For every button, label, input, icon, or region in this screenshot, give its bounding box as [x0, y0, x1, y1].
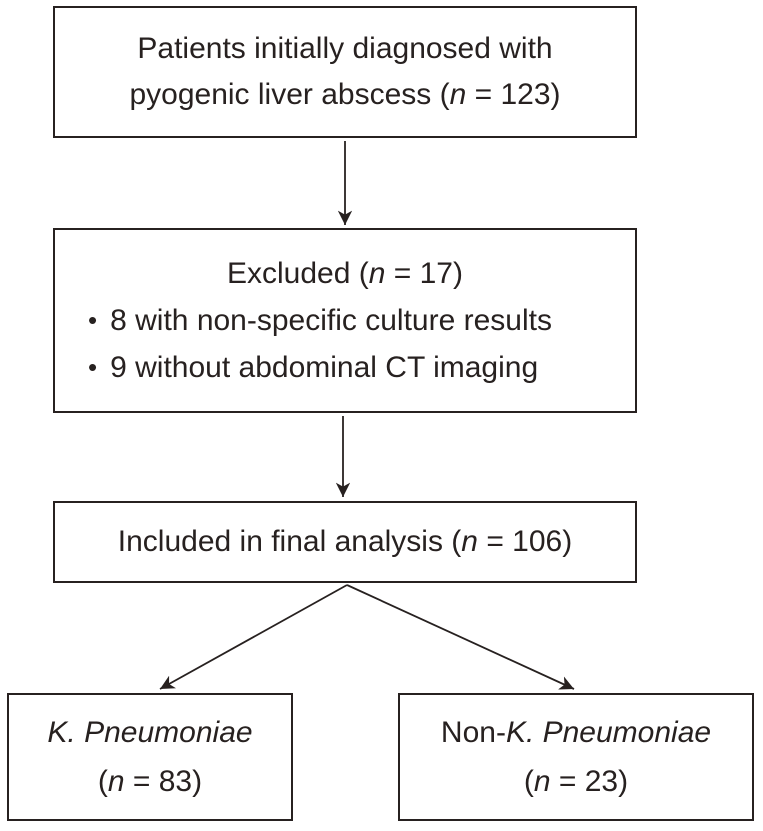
text: = 123): [466, 78, 561, 111]
bullet-icon: •: [88, 304, 98, 335]
text: = 17): [385, 256, 463, 290]
italic-text: n: [533, 765, 551, 798]
arrow-included-to-kp: [159, 584, 348, 690]
italic-text: n: [107, 765, 125, 798]
text: 8 with non-specific culture results: [110, 303, 552, 337]
text-line: • 9 without abdominal CT imaging: [55, 344, 635, 391]
italic-text: n: [461, 525, 478, 558]
text: (: [97, 765, 108, 798]
text-line: Non-K. Pneumoniae: [400, 708, 752, 757]
arrow-included-to-non-kp: [346, 584, 575, 690]
flow-box-non-k-pneumoniae: Non-K. Pneumoniae(n = 23): [398, 693, 754, 821]
italic-text: K. Pneumoniae: [47, 716, 253, 749]
italic-text: n: [449, 78, 467, 111]
text-line: (n = 83): [9, 757, 291, 806]
text-line: (n = 23): [400, 757, 752, 806]
flow-box-excluded: Excluded (n = 17) • 8 with non-specific cu…: [53, 228, 637, 413]
text-line: K. Pneumoniae: [9, 708, 291, 757]
text: Included in final analysis (: [117, 525, 462, 558]
text-line: Excluded (n = 17): [55, 251, 635, 297]
text: Patients initially diagnosed with: [137, 32, 553, 65]
text-line: pyogenic liver abscess (n = 123): [55, 72, 635, 118]
flow-box-included-final-analysis: Included in final analysis (n = 106): [53, 501, 637, 583]
text: 9 without abdominal CT imaging: [110, 350, 539, 384]
italic-text: K. Pneumoniae: [505, 716, 712, 749]
text: Excluded (: [227, 256, 369, 290]
text: = 83): [124, 765, 203, 798]
text-line: • 8 with non-specific culture results: [55, 297, 635, 344]
flow-box-k-pneumoniae: K. Pneumoniae (n = 83): [7, 693, 293, 821]
text-line: Patients initially diagnosed with: [55, 26, 635, 72]
bullet-icon: •: [88, 351, 98, 382]
text: (: [523, 765, 534, 798]
italic-text: n: [368, 256, 386, 290]
text: pyogenic liver abscess (: [129, 78, 450, 111]
flow-box-initial-diagnosis: Patients initially diagnosed with pyogeni…: [53, 6, 637, 138]
text: = 106): [477, 525, 573, 558]
text: Non-: [440, 716, 506, 749]
text-line: Included in final analysis (n = 106): [55, 519, 635, 565]
text: = 23): [550, 765, 629, 798]
